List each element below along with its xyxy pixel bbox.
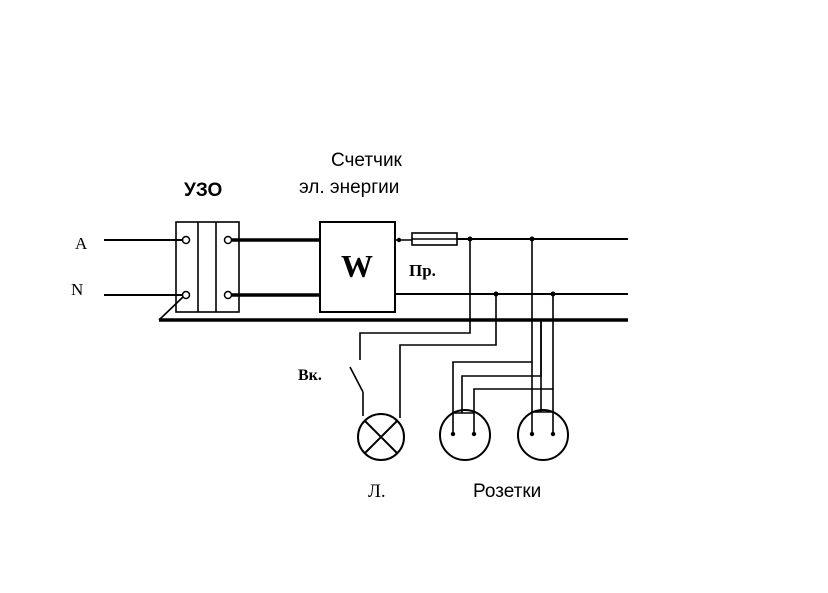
switch-label: Вк. xyxy=(298,367,322,384)
rcd-terminal-icon xyxy=(181,290,191,300)
meter-symbol: W xyxy=(341,248,373,284)
earth-diagonal-wire xyxy=(158,296,184,321)
sockets-label: Розетки xyxy=(473,481,541,502)
lamp-icon xyxy=(357,413,405,461)
meter-block xyxy=(319,221,396,313)
rcd-label: УЗО xyxy=(184,180,222,201)
meter-label-line2: эл. энергии xyxy=(299,177,399,198)
rcd-terminal-icon xyxy=(223,290,233,300)
phase-label: A xyxy=(75,234,88,253)
lamp-neutral-wire xyxy=(399,294,497,418)
rcd-terminal-icon xyxy=(181,235,191,245)
socket1-phase-wire xyxy=(452,239,533,434)
lamp-label: Л. xyxy=(368,481,386,502)
switch-icon xyxy=(349,366,364,393)
rcd-terminal-icon xyxy=(223,235,233,245)
meter-label-line1: Счетчик xyxy=(331,150,403,171)
fuse-label: Пр. xyxy=(409,261,436,280)
neutral-label: N xyxy=(71,280,83,299)
socket-icon xyxy=(517,409,569,461)
lamp-phase-wire xyxy=(359,239,471,360)
socket-icon xyxy=(439,409,491,461)
rcd-block xyxy=(175,221,240,313)
